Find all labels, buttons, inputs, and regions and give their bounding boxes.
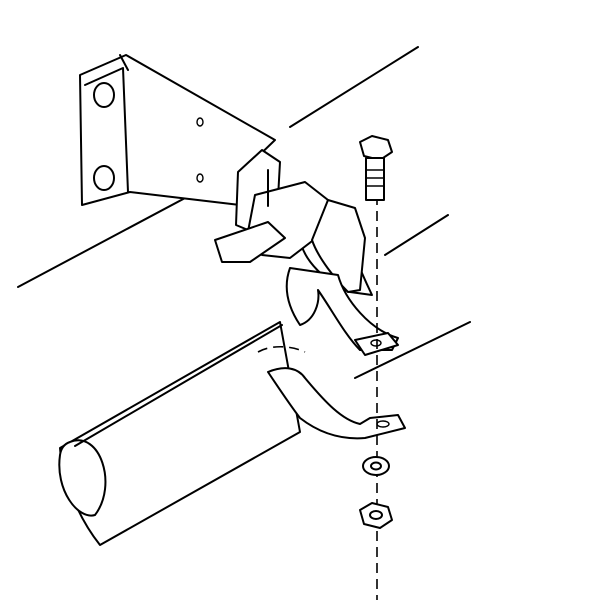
washer-inner [370,461,382,471]
bracket-bolt-head-upper [93,82,115,108]
nut-bore [369,510,383,520]
pipe-top-edge [74,324,283,447]
frame-line-mid-right [384,214,449,256]
exhaust-pipe [58,321,301,546]
nut [359,502,393,529]
lower-clamp-hidden-edge [257,345,306,353]
rubber-insulator-hanger [214,149,373,296]
frame-line-upper-right [289,46,419,128]
frame-line-lower-right [354,321,471,379]
bracket-fold-line [119,54,129,71]
bolt-threads [366,169,384,187]
mounting-bracket [79,54,276,206]
bolt-shank [365,157,385,201]
lower-clamp-strap [267,367,406,440]
bolt [359,135,393,201]
pipe-end-opening [58,439,107,517]
bracket-bolt-head-lower [93,165,115,191]
bracket-hole-upper [196,117,204,127]
bracket-flange-edge [84,67,129,193]
bolt-head [359,135,393,161]
insulator-mount-ear [214,221,286,263]
bracket-hole-lower [196,173,204,183]
upper-clamp-bolt-hole [370,339,382,347]
upper-clamp-strap [285,267,399,351]
lock-washer [362,456,390,476]
